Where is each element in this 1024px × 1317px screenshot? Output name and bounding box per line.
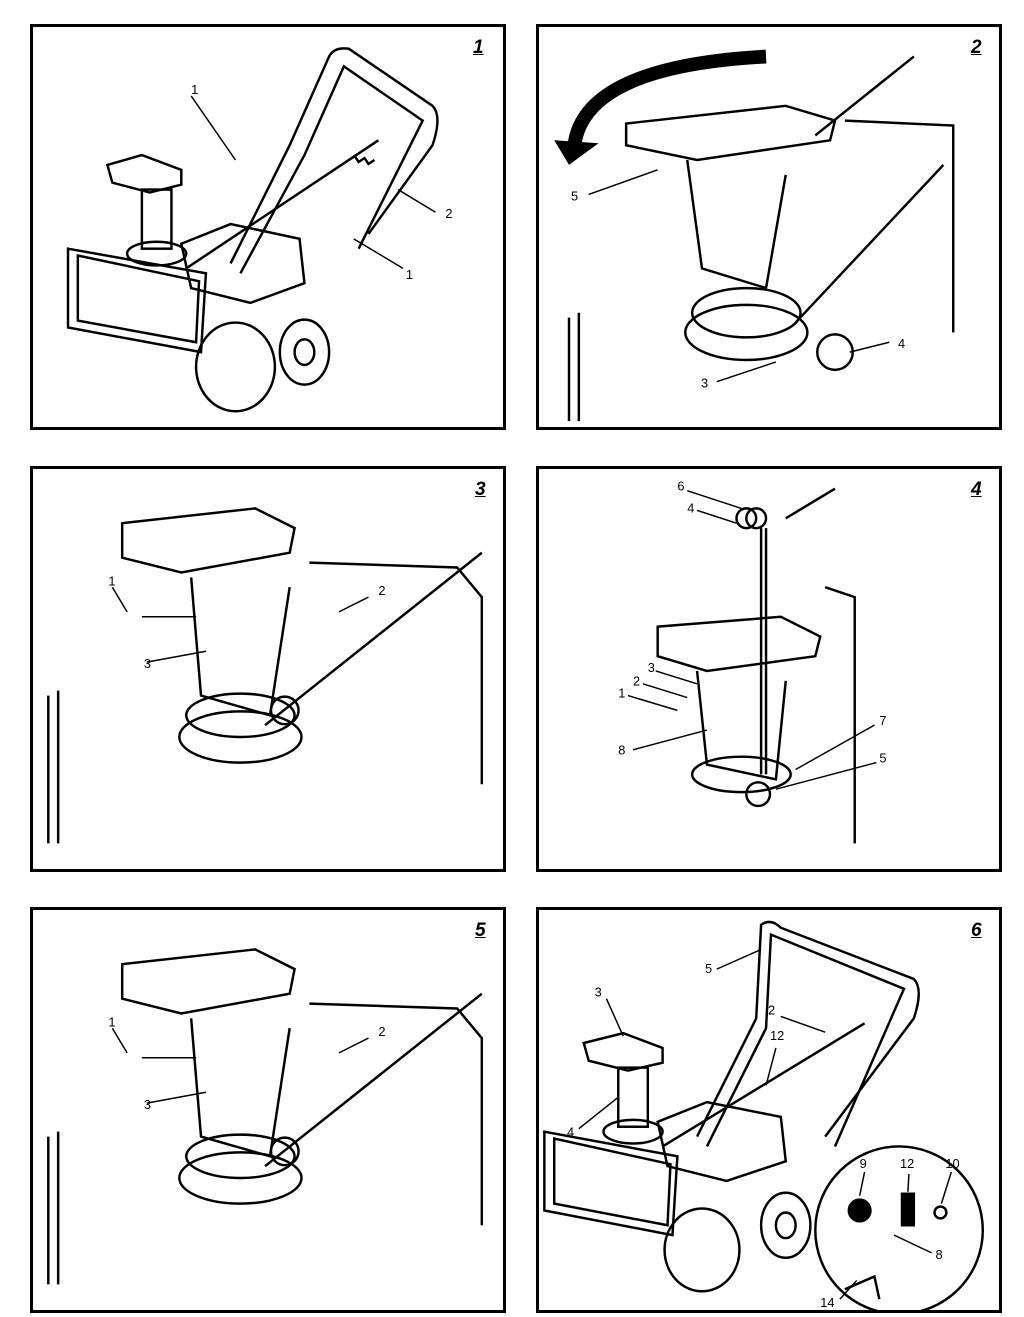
callout-label: 5 [705, 961, 712, 976]
callout-label: 2 [633, 674, 640, 689]
figure-1-panel: 1 1 [30, 24, 506, 430]
callout-label: 3 [144, 656, 151, 671]
callout-label: 8 [618, 743, 625, 758]
callout-label: 2 [768, 1002, 775, 1017]
callout-label: 4 [687, 500, 694, 515]
figure-number: 4 [971, 479, 982, 500]
figure-number: 5 [475, 920, 486, 941]
callout-label: 3 [144, 1097, 151, 1112]
callout-label: 2 [445, 206, 452, 221]
chute-assembly-drawing: 1 2 3 [47, 507, 484, 844]
assembled-snowblower-drawing: 5 3 2 12 4 9 12 10 8 14 [543, 920, 984, 1310]
callout-label: 8 [936, 1247, 943, 1262]
callout-label: 12 [900, 1156, 914, 1171]
figure-5-panel: 5 1 2 3 [30, 907, 506, 1313]
callout-label: 5 [879, 751, 886, 766]
callout-label: 14 [820, 1295, 834, 1310]
callout-label: 4 [898, 336, 905, 351]
callout-label: 1 [108, 1014, 115, 1029]
callout-label: 2 [378, 583, 385, 598]
figure-number: 6 [971, 920, 982, 941]
callout-label: 6 [677, 479, 684, 494]
figure-2-panel: 2 5 4 3 [536, 24, 1002, 430]
callout-label: 4 [567, 1125, 574, 1140]
figure-number: 3 [475, 479, 486, 500]
callout-label: 12 [770, 1028, 784, 1043]
snowblower-drawing: 1 2 1 [66, 47, 452, 413]
figure-number: 2 [971, 37, 982, 58]
callout-label: 7 [879, 713, 886, 728]
callout-label: 3 [595, 985, 602, 1000]
crank-rod-drawing: 6 4 3 2 1 7 8 5 [618, 479, 886, 844]
figure-3-panel: 3 1 2 3 [30, 466, 506, 872]
figure-6-panel: 6 [536, 907, 1002, 1313]
callout-label: 1 [191, 82, 198, 97]
callout-label: 1 [406, 267, 413, 282]
figure-4-panel: 4 6 4 3 2 1 7 8 5 [536, 466, 1002, 872]
callout-label: 9 [860, 1156, 867, 1171]
figure-number: 1 [473, 37, 484, 58]
chute-rotation-drawing: 5 4 3 [554, 49, 955, 422]
callout-label: 1 [108, 573, 115, 588]
chute-assembly-drawing: 1 2 3 [47, 948, 484, 1285]
callout-label: 3 [701, 376, 708, 391]
callout-label: 5 [571, 188, 578, 203]
callout-label: 1 [618, 686, 625, 701]
callout-label: 2 [378, 1024, 385, 1039]
callout-label: 10 [945, 1156, 959, 1171]
callout-label: 3 [648, 660, 655, 675]
